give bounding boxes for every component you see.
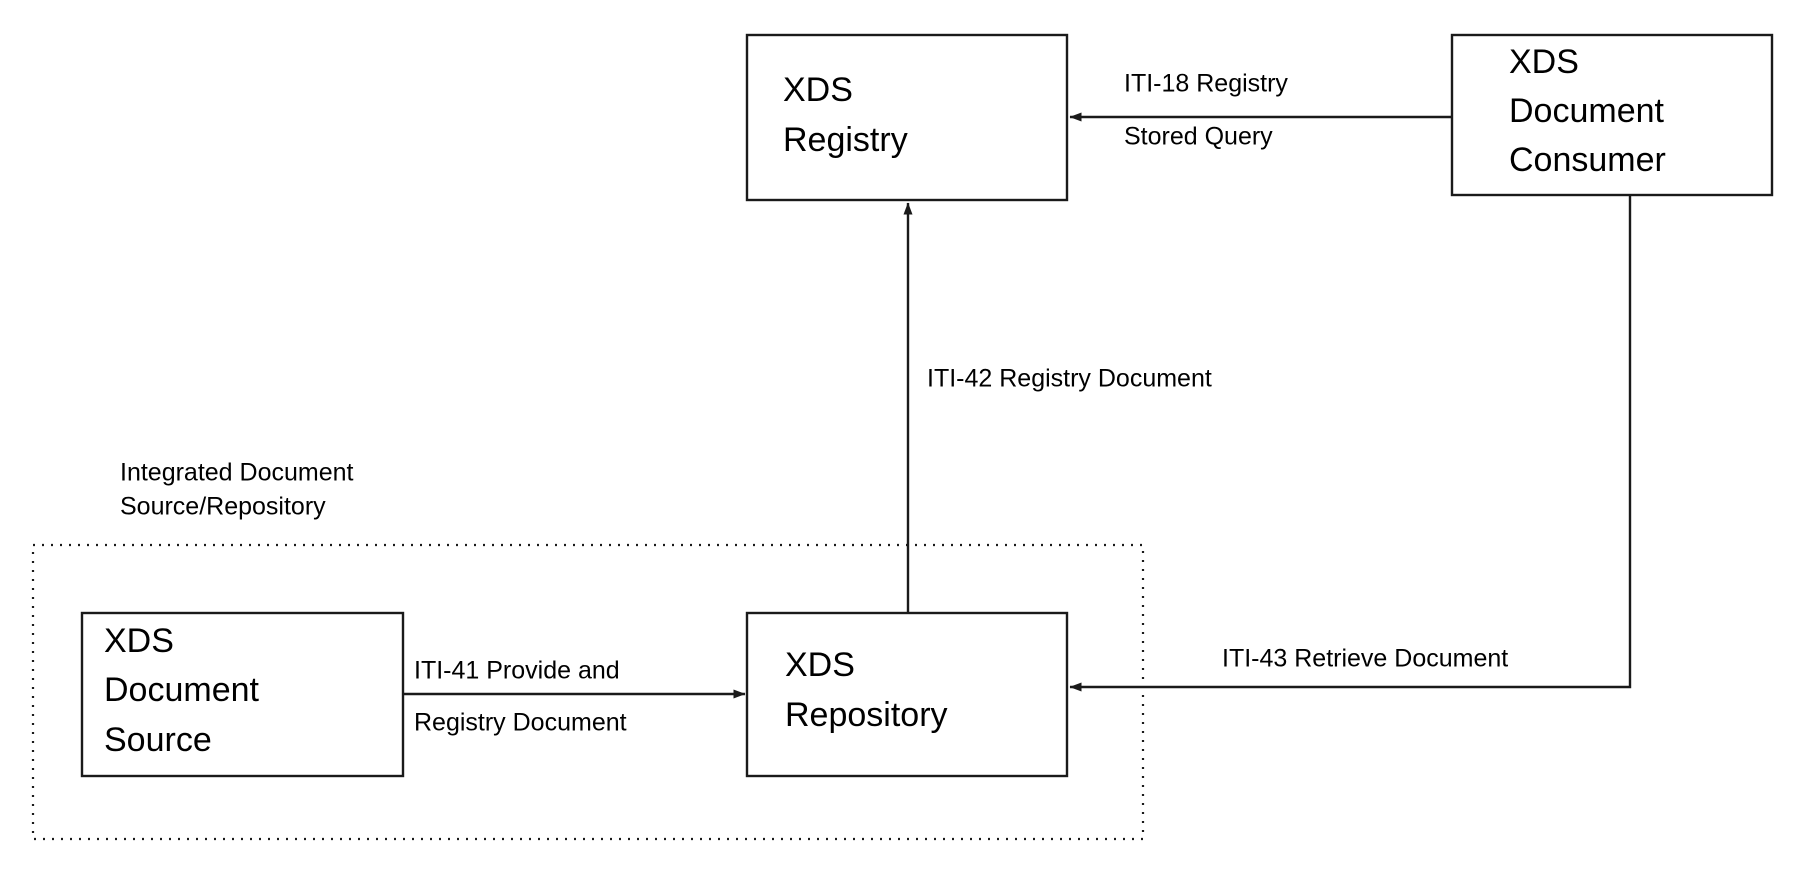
node-xds-repository[interactable] [745, 611, 1069, 778]
node-xds-document-consumer-label-line2: Document [1509, 92, 1665, 130]
node-xds-document-source-label-line2: Document [104, 671, 260, 709]
node-xds-repository-label-line2: Repository [785, 696, 948, 734]
node-xds-document-consumer-label-line3: Consumer [1509, 141, 1666, 179]
node-xds-registry[interactable] [745, 33, 1069, 202]
edge-iti41-label-line1: ITI-41 Provide and [414, 657, 620, 685]
node-xds-repository-label-line1: XDS [785, 646, 855, 684]
node-xds-registry-label-line1: XDS [783, 71, 853, 109]
node-xds-document-consumer-label-line1: XDS [1509, 43, 1579, 81]
edge-iti18-label-line2: Stored Query [1124, 123, 1273, 151]
group-label-line1: Integrated Document [120, 459, 354, 487]
node-xds-document-source[interactable] [80, 611, 405, 778]
node-xds-document-consumer[interactable] [1450, 33, 1774, 197]
node-xds-document-source-label-line3: Source [104, 721, 212, 759]
group-label-line2: Source/Repository [120, 493, 326, 521]
edge-iti43-line [1069, 195, 1632, 692]
node-xds-document-source-label-line1: XDS [104, 622, 174, 660]
edge-iti41-label-line2: Registry Document [414, 709, 627, 737]
node-xds-registry-label-line2: Registry [783, 121, 908, 159]
edge-iti43-label-line1: ITI-43 Retrieve Document [1222, 645, 1508, 673]
edge-iti18-label-line1: ITI-18 Registry [1124, 70, 1288, 98]
edge-iti42-label-line1: ITI-42 Registry Document [927, 365, 1212, 393]
